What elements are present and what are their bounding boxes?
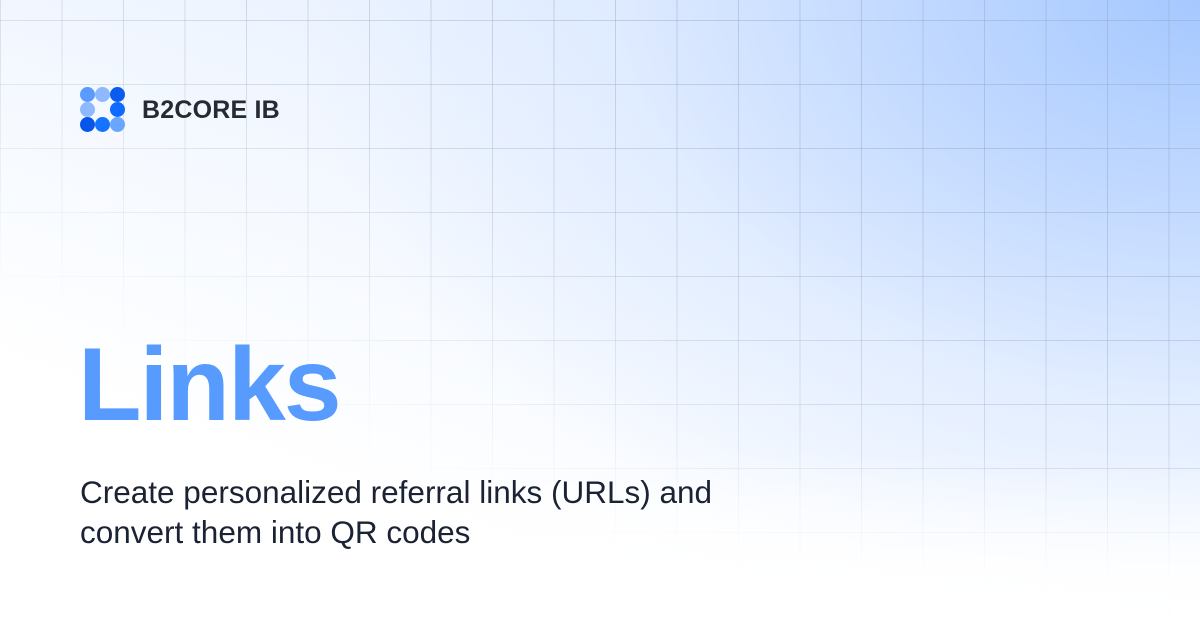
- logo-dot: [110, 87, 125, 102]
- logo-dot: [110, 102, 125, 117]
- logo-dot: [95, 102, 110, 117]
- brand-name: B2CORE IB: [142, 95, 280, 124]
- dot-grid-logo-icon: [80, 87, 126, 133]
- logo-dot: [95, 117, 110, 132]
- brand-logo: B2CORE IB: [80, 87, 280, 133]
- logo-dot: [80, 117, 95, 132]
- background-bottom-fade: [0, 450, 1200, 630]
- logo-dot: [95, 87, 110, 102]
- page-subtitle: Create personalized referral links (URLs…: [80, 472, 900, 552]
- subtitle-line-1: Create personalized referral links (URLs…: [80, 474, 713, 510]
- logo-dot: [80, 102, 95, 117]
- subtitle-line-2: convert them into QR codes: [80, 514, 471, 550]
- logo-dot: [110, 117, 125, 132]
- page-title: Links: [78, 327, 342, 443]
- logo-dot: [80, 87, 95, 102]
